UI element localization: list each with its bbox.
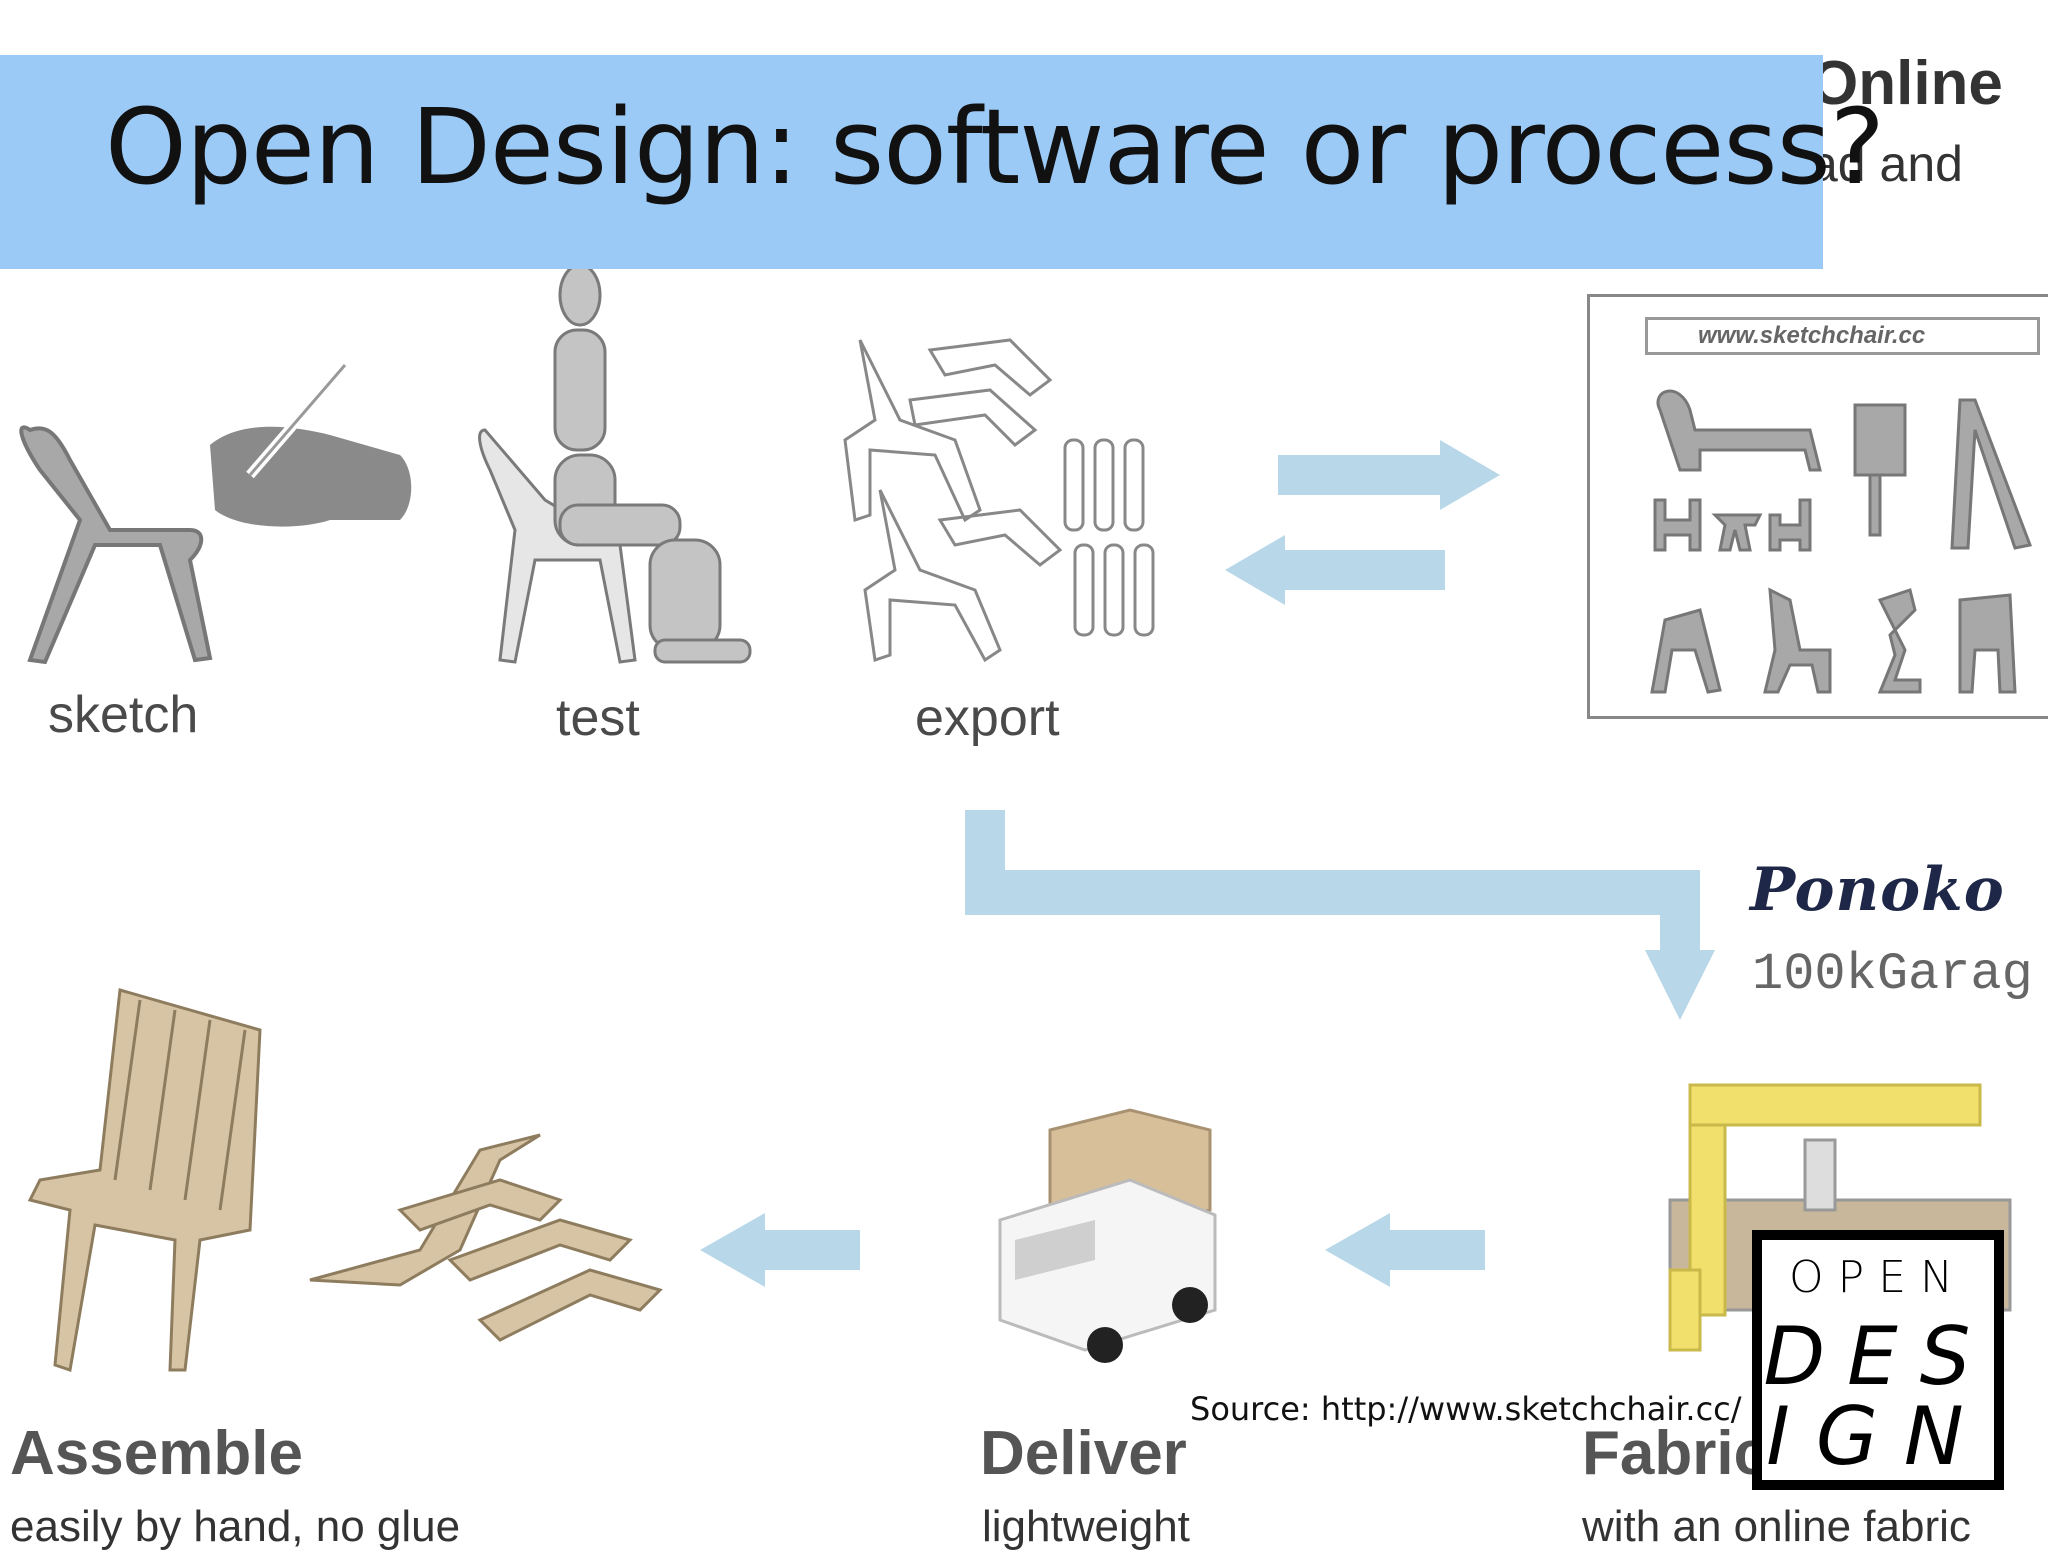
website-gallery-thumbnails <box>1650 389 2033 694</box>
upload-download-arrows <box>1225 440 1500 605</box>
deliver-subtitle: lightweight <box>982 1502 1190 1551</box>
source-citation: Source: http://www.sketchchair.cc/ <box>1190 1390 1742 1428</box>
mannequin-test-illustration <box>478 263 752 664</box>
section-subheading-partial: ad and <box>1810 136 1963 192</box>
garage-label: 100kGarag <box>1752 945 2033 1004</box>
url-bar: www.sketchchair.cc <box>1645 317 2040 355</box>
slide-title: Open Design: software or process? <box>105 86 1885 208</box>
step-label-test: test <box>556 689 640 747</box>
logo-line-3: IGN <box>1766 1390 1990 1483</box>
url-text: www.sketchchair.cc <box>1698 322 1926 349</box>
fabricate-title: Fabric <box>1582 1419 1769 1488</box>
logo-line-2: DES <box>1763 1310 1993 1403</box>
sketch-chair-illustration <box>19 425 213 665</box>
hand-icon <box>210 361 412 527</box>
step-label-sketch: sketch <box>48 686 199 744</box>
assembled-chair-illustration <box>27 988 262 1372</box>
open-design-logo: OPEN DES IGN <box>1752 1230 2004 1490</box>
flat-wood-parts-illustration <box>309 1133 663 1342</box>
fabricate-subtitle: with an online fabric <box>1582 1502 1971 1551</box>
ponoko-logo: Ponoko <box>1750 855 2005 925</box>
deliver-to-assemble-arrow <box>700 1213 860 1287</box>
website-preview-frame <box>1587 294 2048 719</box>
delivery-truck-illustration <box>998 1108 1217 1363</box>
step-label-export: export <box>915 689 1060 747</box>
fabricate-to-deliver-arrow <box>1325 1213 1485 1287</box>
assemble-subtitle: easily by hand, no glue <box>10 1502 461 1551</box>
export-to-fabricate-arrow <box>965 810 1715 1020</box>
logo-line-1: OPEN <box>1789 1252 1967 1303</box>
exported-parts-illustration <box>843 338 1155 663</box>
deliver-title: Deliver <box>980 1419 1187 1488</box>
title-banner: Open Design: software or process? <box>0 55 1885 269</box>
assemble-title: Assemble <box>10 1419 303 1488</box>
section-heading-partial: Online <box>1810 49 2003 118</box>
